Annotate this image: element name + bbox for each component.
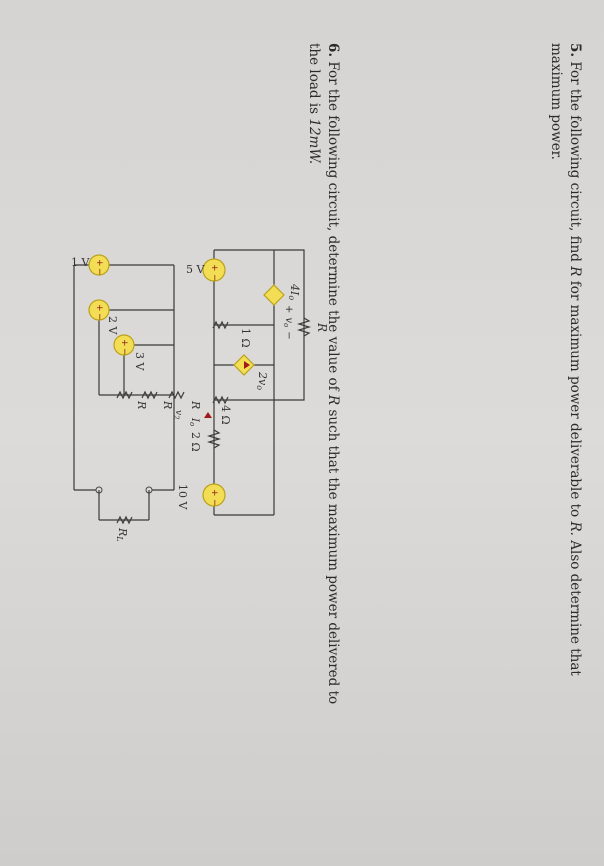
c5-label-2vo: 2vo — [255, 371, 269, 390]
c6-rl-sub: L — [115, 535, 124, 541]
c6-label-r1: R — [189, 400, 202, 409]
c5-current-arrow — [244, 361, 250, 369]
c5-resistor-4ohm — [212, 395, 229, 405]
c6-3v-plus: + — [119, 339, 129, 347]
c5-io-sub: o — [188, 422, 196, 426]
c6-label-3v: 3 V — [133, 352, 146, 371]
c5-dependent-voltage-source — [263, 284, 285, 306]
c6-1v-plus: + — [94, 259, 104, 267]
c5-5v-plus: + — [209, 264, 219, 272]
c5-label-5v: 5 V — [186, 263, 205, 276]
c6-label-r2: R — [161, 400, 174, 409]
c6-label-r3: R — [135, 400, 148, 409]
c5-resistor-r — [296, 317, 312, 337]
c6-source-3v — [113, 334, 135, 356]
c5-label-10v: 10 V — [176, 484, 189, 510]
c5-vo-main: v — [283, 317, 294, 323]
c5-label-io: Io — [188, 417, 200, 426]
c5-source-10v — [202, 483, 226, 507]
c5-source-5v — [202, 258, 226, 282]
c6-source-2v — [88, 299, 110, 321]
c5-2vo-sub: o — [255, 385, 264, 390]
c5-v2-main: v — [173, 410, 183, 415]
c6-rl-main: R — [116, 527, 129, 536]
c6-2v-minus: − — [94, 313, 104, 321]
c5-label-vo: + vo − — [282, 305, 294, 340]
c5-5v-minus: − — [209, 274, 219, 282]
c6-label-2v: 2 V — [106, 316, 119, 335]
c5-vo-minus: − — [283, 331, 294, 339]
c5-label-4ohm: 4 Ω — [219, 405, 232, 425]
c6-inner-2 — [123, 344, 174, 395]
c5-v2-sub: 2 — [172, 414, 180, 420]
c5-resistor-1ohm — [212, 320, 229, 330]
c6-source-1v — [88, 254, 110, 276]
c5-label-r: R — [315, 322, 329, 332]
c5-io-main: I — [189, 417, 200, 423]
c5-label-2ohm: 2 Ω — [189, 432, 202, 452]
c5-label-1ohm: 1 Ω — [239, 328, 252, 348]
c6-1v-minus: − — [94, 268, 104, 276]
c6-label-rl: RL — [115, 527, 129, 542]
c5-2vo-main: 2v — [256, 371, 269, 386]
c6-resistor-r1 — [168, 390, 185, 400]
c5-label-v2: v2 — [172, 410, 183, 420]
c5-io-arrow — [204, 412, 212, 418]
c5-4io-sub: o — [287, 295, 296, 300]
c5-10v-minus: − — [209, 499, 219, 507]
c5-4io-main: 4I — [288, 283, 301, 296]
c5-vo-plus: + — [283, 305, 294, 313]
c6-2v-plus: + — [94, 304, 104, 312]
c6-label-1v: 1 V — [71, 256, 90, 269]
c6-resistor-rl — [116, 515, 133, 525]
c5-resistor-2ohm — [206, 429, 222, 449]
c5-10v-plus: + — [209, 489, 219, 497]
c5-vo-sub: o — [282, 323, 290, 327]
c5-label-4io: 4Io — [287, 283, 301, 300]
c6-3v-minus: − — [119, 348, 129, 356]
